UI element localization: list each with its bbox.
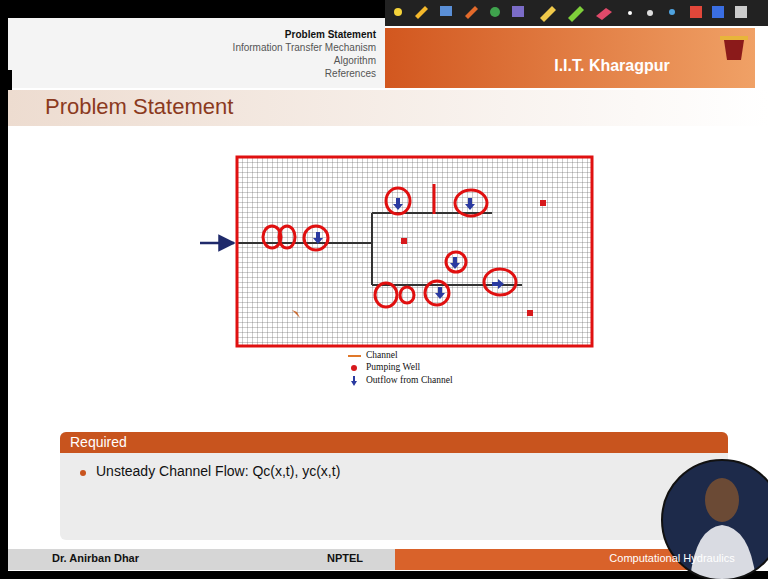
institute-name: I.I.T. Kharagpur bbox=[554, 57, 670, 75]
block-body-text: Unsteady Channel Flow: Qc(x,t), yc(x,t) bbox=[96, 463, 718, 479]
footer-text: NPTEL bbox=[327, 552, 363, 564]
legend-text: Outflow from Channel bbox=[366, 375, 453, 385]
block-heading: Required bbox=[70, 434, 718, 450]
nav-item: Algorithm bbox=[334, 55, 376, 66]
legend-text: Pumping Well bbox=[366, 362, 420, 372]
nav-item: Information Transfer Mechanism bbox=[233, 42, 376, 53]
legend-text: Channel bbox=[366, 350, 398, 360]
outflow-arrows bbox=[313, 198, 504, 299]
hand-annotations bbox=[237, 157, 592, 346]
inflow-arrow bbox=[200, 242, 234, 245]
block-header: Required bbox=[60, 432, 728, 453]
nav-item: References bbox=[325, 68, 376, 79]
slide-title: Problem Statement bbox=[45, 94, 233, 120]
channel-network bbox=[237, 213, 522, 285]
footer-course: Computational Hydraulics bbox=[609, 552, 734, 564]
requirement-block: RequiredUnsteady Channel Flow: Qc(x,t), … bbox=[60, 432, 728, 540]
nav-item: Problem Statement bbox=[285, 29, 376, 40]
bullet bbox=[80, 470, 86, 476]
toolbar-icons bbox=[394, 6, 747, 22]
legend-line-sample bbox=[348, 355, 361, 357]
legend-arrow-sample bbox=[348, 375, 360, 387]
block-body: Unsteady Channel Flow: Qc(x,t), yc(x,t) bbox=[60, 453, 728, 491]
pumping-wells bbox=[401, 200, 546, 316]
aquifer-grid bbox=[237, 157, 592, 346]
legend-dot bbox=[351, 365, 357, 371]
footer-author: Dr. Anirban Dhar bbox=[52, 552, 139, 564]
pen-cursor bbox=[292, 310, 300, 318]
institute-logo bbox=[720, 36, 748, 60]
